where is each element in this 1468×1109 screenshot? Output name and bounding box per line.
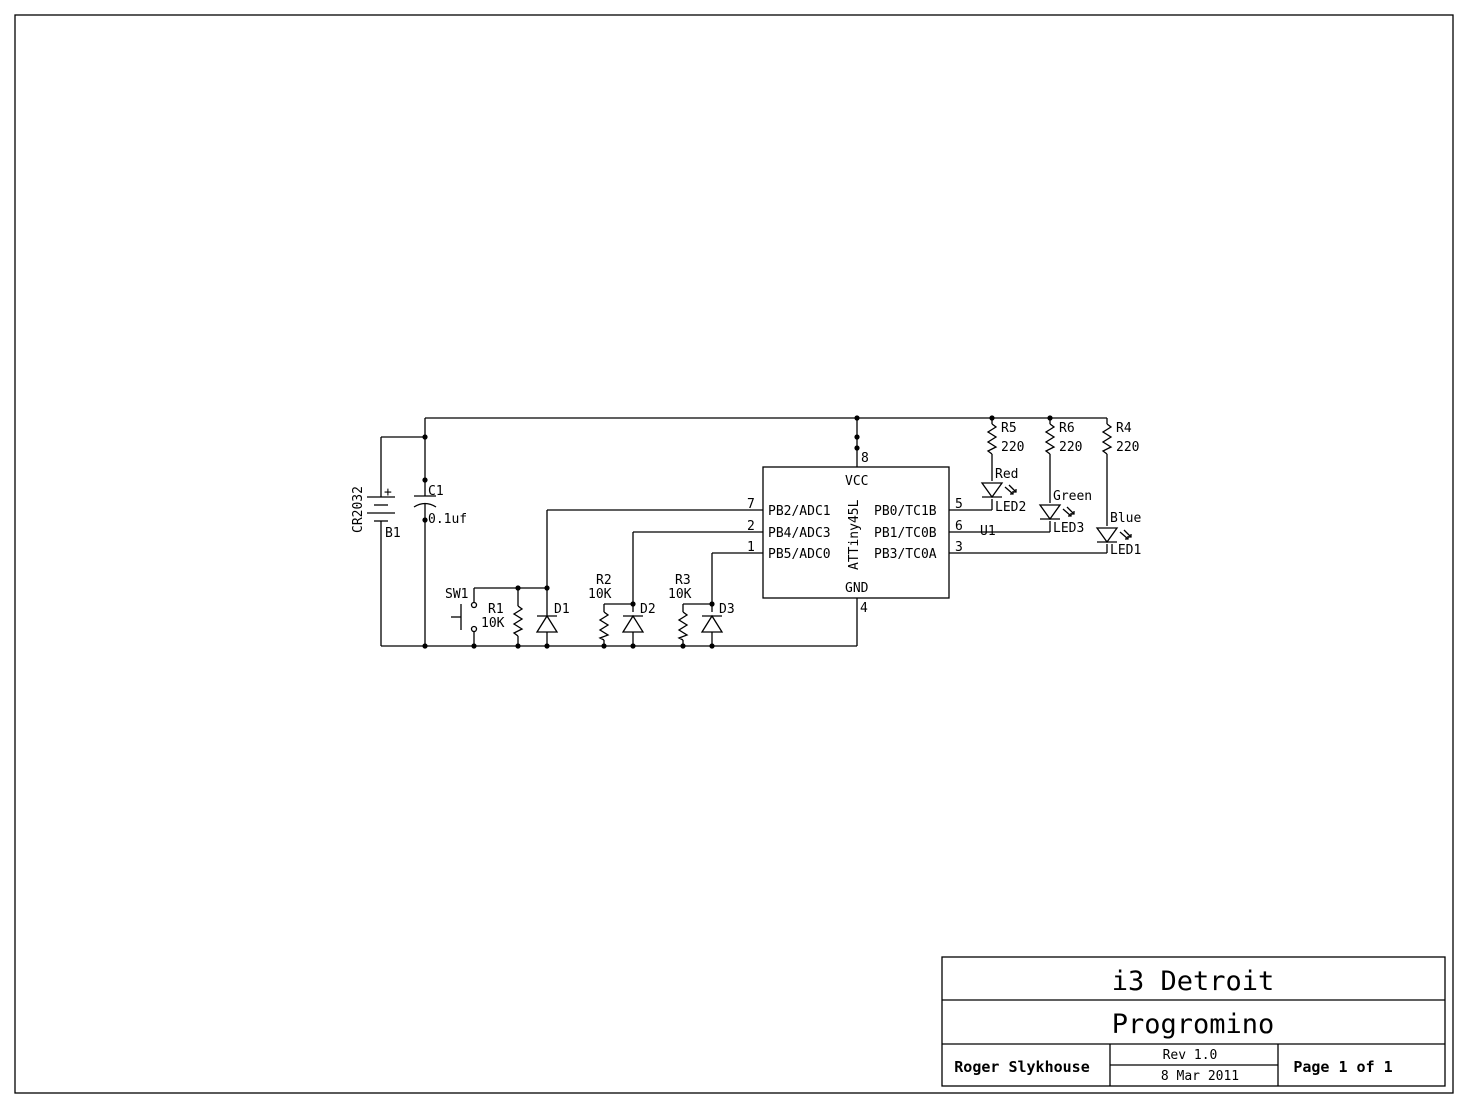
- diode-d1: D1: [535, 602, 570, 636]
- u1-pin-left-3-name: PB5/ADC0: [768, 547, 831, 562]
- u1-pin-left-1-num: 7: [747, 497, 755, 512]
- led1-color-label: Blue: [1110, 511, 1141, 526]
- u1-pin-left-2-num: 2: [747, 519, 755, 534]
- title-block-author: Roger Slykhouse: [954, 1058, 1089, 1076]
- led-led2: Red LED2: [980, 467, 1026, 515]
- led3-ref-label: LED3: [1053, 521, 1084, 536]
- wires: [380, 417, 1108, 647]
- u1-gnd-label: GND: [845, 581, 869, 596]
- u1-pin-vcc-num: 8: [861, 451, 869, 466]
- r2-value-label: 10K: [588, 587, 612, 602]
- title-block-organization: i3 Detroit: [1112, 966, 1275, 997]
- u1-ref-label: U1: [980, 524, 996, 539]
- title-block-revision: Rev 1.0: [1163, 1048, 1218, 1063]
- switch-sw1: SW1: [445, 587, 478, 633]
- u1-pin-right-2-num: 6: [955, 519, 963, 534]
- u1-vcc-label: VCC: [845, 474, 868, 489]
- r5-ref-label: R5: [1001, 421, 1017, 436]
- r4-ref-label: R4: [1116, 421, 1132, 436]
- battery-b1: + B1 CR2032: [351, 485, 401, 541]
- diode-d2: D2: [621, 602, 656, 636]
- led-led3: Green LED3: [1038, 489, 1092, 536]
- r6-value-label: 220: [1059, 440, 1082, 455]
- led3-color-label: Green: [1053, 489, 1092, 504]
- title-block-title: Progromino: [1112, 1009, 1275, 1040]
- battery-value-label: CR2032: [351, 486, 366, 533]
- u1-pin-right-1-name: PB0/TC1B: [874, 504, 937, 519]
- u1-pin-right-3-num: 3: [955, 540, 963, 555]
- r5-value-label: 220: [1001, 440, 1024, 455]
- sw1-ref-label: SW1: [445, 587, 468, 602]
- r1-value-label: 10K: [481, 616, 505, 631]
- d3-ref-label: D3: [719, 602, 735, 617]
- u1-pin-left-3-num: 1: [747, 540, 755, 555]
- u1-pin-gnd-num: 4: [860, 601, 868, 616]
- battery-plus-label: +: [384, 485, 392, 500]
- u1-part-label: ATTiny45L: [847, 499, 862, 570]
- u1-pin-left-1-name: PB2/ADC1: [768, 504, 831, 519]
- battery-ref-label: B1: [385, 526, 401, 541]
- led2-ref-label: LED2: [995, 500, 1026, 515]
- resistor-r3: R3 10K: [668, 573, 692, 641]
- u1-pin-right-3-name: PB3/TC0A: [874, 547, 937, 562]
- c1-ref-label: C1: [428, 484, 444, 499]
- u1-pin-left-2-name: PB4/ADC3: [768, 526, 831, 541]
- d2-ref-label: D2: [640, 602, 656, 617]
- capacitor-c1: C1 0.1uf: [413, 480, 467, 527]
- resistor-r4: R4 220: [1101, 421, 1139, 455]
- junction-dots: [422, 415, 1053, 649]
- r4-value-label: 220: [1116, 440, 1139, 455]
- r6-ref-label: R6: [1059, 421, 1075, 436]
- led1-ref-label: LED1: [1110, 543, 1141, 558]
- c1-value-label: 0.1uf: [428, 512, 467, 527]
- resistor-r1: R1 10K: [481, 602, 524, 637]
- resistor-r6: R6 220: [1044, 421, 1082, 455]
- sheet-border: [14, 14, 1454, 1094]
- resistor-r5: R5 220: [986, 421, 1024, 455]
- u1-pin-right-1-num: 5: [955, 497, 963, 512]
- led-led1: Blue LED1: [1095, 511, 1141, 558]
- d1-ref-label: D1: [554, 602, 570, 617]
- chip-u1: VCC GND 8 4 ATTiny45L U1 PB2/ADC1 PB4/AD…: [747, 451, 996, 616]
- resistor-r2: R2 10K: [588, 573, 612, 641]
- title-block-date: 8 Mar 2011: [1161, 1069, 1239, 1084]
- led2-color-label: Red: [995, 467, 1018, 482]
- r3-ref-label: R3: [675, 573, 691, 588]
- diode-d3: D3: [700, 602, 735, 636]
- title-block-page: Page 1 of 1: [1293, 1058, 1392, 1076]
- u1-pin-right-2-name: PB1/TC0B: [874, 526, 937, 541]
- title-block: i3 Detroit Progromino Roger Slykhouse Re…: [941, 956, 1446, 1087]
- r1-ref-label: R1: [488, 602, 504, 617]
- r2-ref-label: R2: [596, 573, 612, 588]
- r3-value-label: 10K: [668, 587, 692, 602]
